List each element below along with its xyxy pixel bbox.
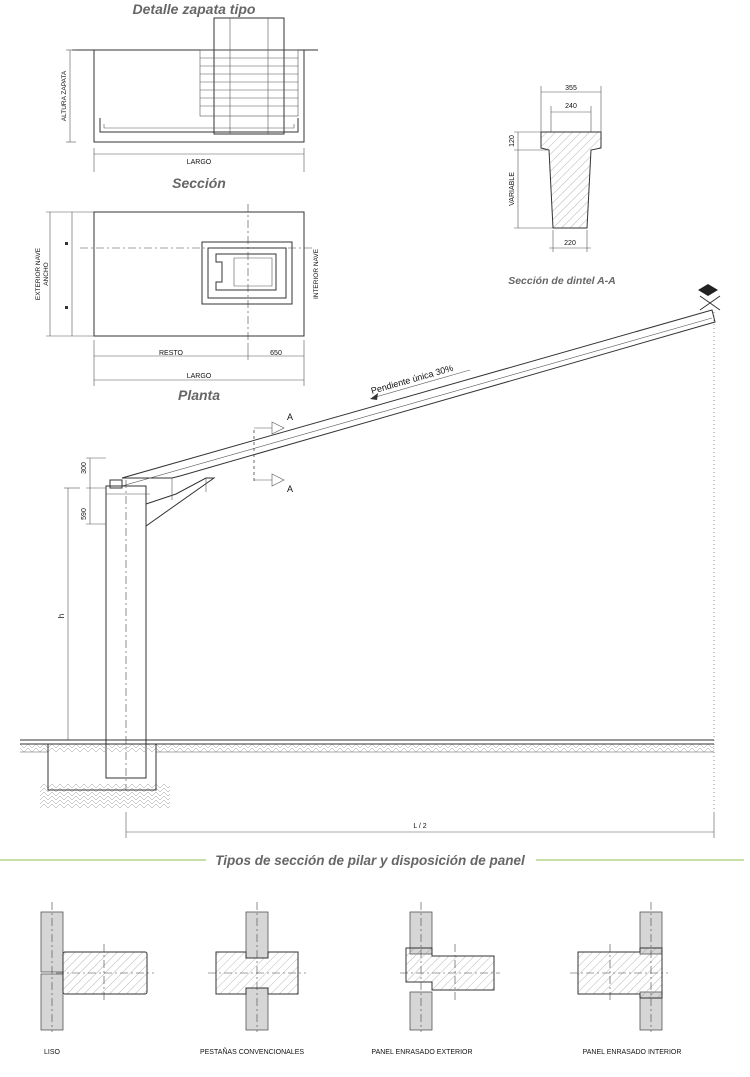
label-355: 355 (565, 85, 577, 92)
label-l-half: L / 2 (413, 823, 426, 830)
section-mark-a-bottom: A (287, 484, 293, 494)
label-240: 240 (565, 103, 577, 110)
rafter-beam (121, 309, 716, 479)
dintel-section-view: 355 240 120 VARIABLE 220 Sección de dint… (508, 85, 616, 287)
tipo-label-liso: LISO (44, 1049, 61, 1056)
label-120: 120 (509, 135, 516, 147)
title-seccion: Sección (172, 175, 226, 191)
zapata-seccion-view: Detalle zapata tipo ALTURA ZAPATA (61, 1, 318, 191)
portico-elevation: 300 590 h A A Pendiente única 30% L / 2 (20, 284, 721, 838)
label-interior-nave: INTERIOR NAVE (313, 248, 320, 299)
label-220: 220 (564, 240, 576, 247)
tipo-label-enrasado-interior: PANEL ENRASADO INTERIOR (583, 1049, 682, 1056)
tipo-label-pestanas: PESTAÑAS CONVENCIONALES (200, 1047, 304, 1056)
label-variable: VARIABLE (509, 172, 516, 206)
zapata-planta-view: EXTERIOR NAVE ANCHO INTERIOR NAVE RESTO … (35, 204, 320, 403)
label-650: 650 (270, 350, 282, 357)
label-590: 590 (81, 508, 88, 520)
title-planta: Planta (178, 387, 220, 403)
label-largo-planta: LARGO (187, 373, 212, 380)
title-detalle-zapata: Detalle zapata tipo (133, 1, 256, 17)
label-300: 300 (81, 462, 88, 474)
tipo-liso: LISO (40, 902, 154, 1056)
tipo-pestanas: PESTAÑAS CONVENCIONALES (200, 902, 306, 1056)
label-resto: RESTO (159, 350, 184, 357)
tipos-section: Tipos de sección de pilar y disposición … (0, 853, 744, 1056)
label-pendiente: Pendiente única 30% (370, 363, 455, 396)
footing-section-outline (93, 49, 305, 143)
section-mark-a-top: A (287, 412, 293, 422)
label-ancho: ANCHO (43, 262, 50, 285)
label-largo-seccion: LARGO (187, 159, 212, 166)
dintel-cross-section (540, 131, 602, 229)
label-h: h (57, 614, 66, 618)
title-tipos: Tipos de sección de pilar y disposición … (215, 853, 525, 868)
footing-plan-outline (93, 211, 305, 337)
tipo-enrasado-interior: PANEL ENRASADO INTERIOR (570, 902, 681, 1056)
tipo-label-enrasado-exterior: PANEL ENRASADO EXTERIOR (371, 1049, 472, 1056)
label-altura-zapata: ALTURA ZAPATA (61, 70, 68, 121)
label-exterior-nave: EXTERIOR NAVE (35, 247, 42, 300)
title-seccion-dintel: Sección de dintel A-A (508, 275, 616, 287)
tipo-enrasado-exterior: PANEL ENRASADO EXTERIOR (371, 902, 500, 1056)
